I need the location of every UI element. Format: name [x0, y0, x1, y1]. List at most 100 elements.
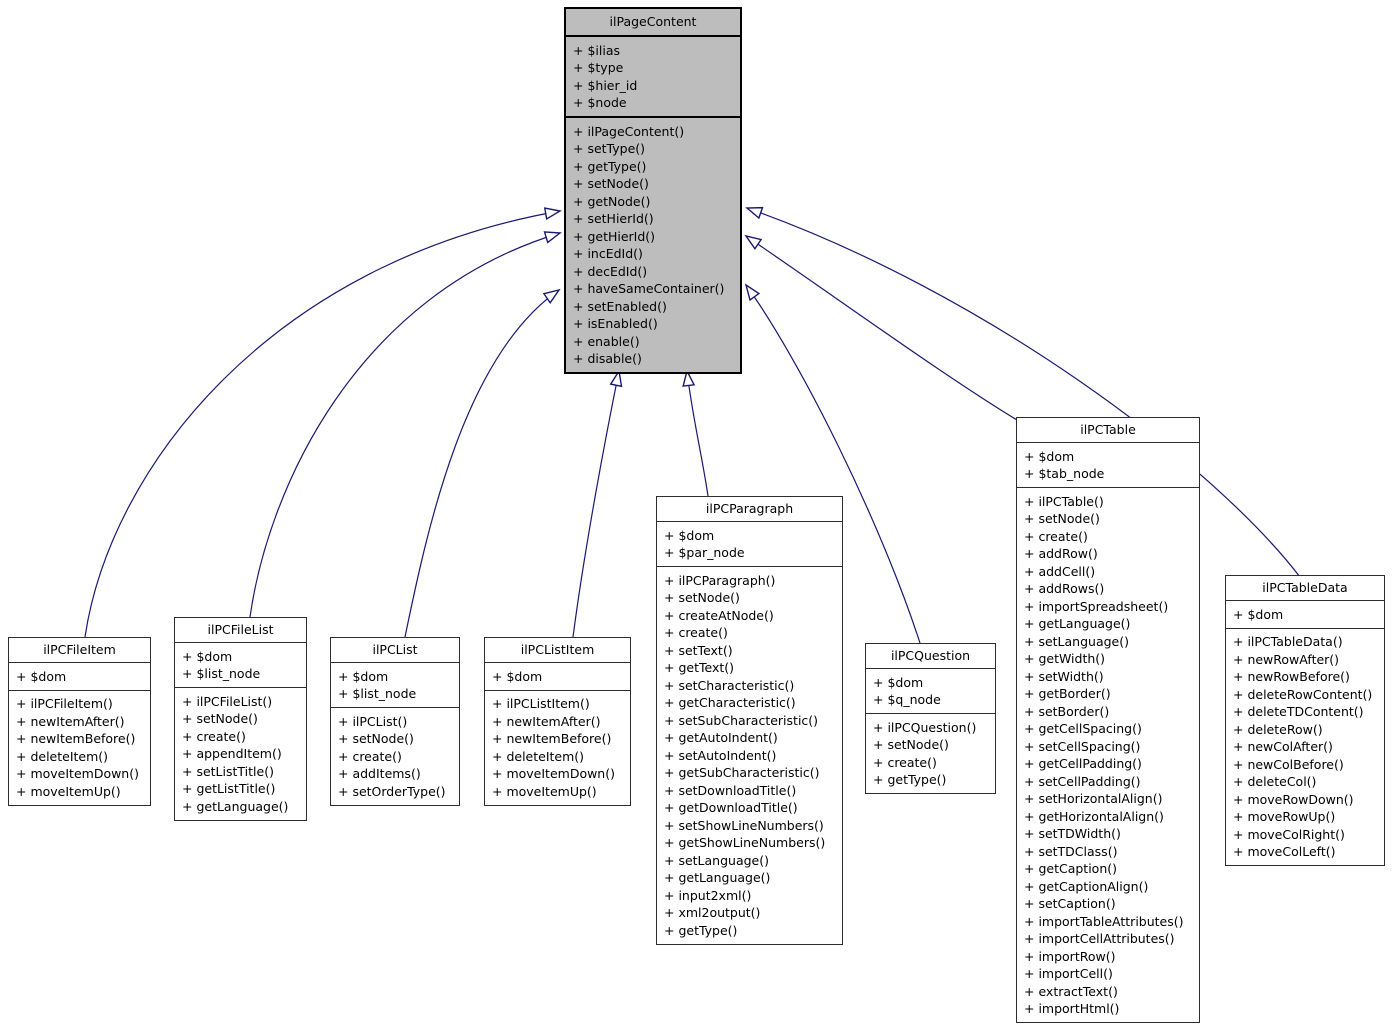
- attributes-section: + $dom: [9, 662, 150, 690]
- method-row: + ilPCParagraph(): [664, 572, 776, 588]
- methods-section: + ilPCTable()+ setNode()+ create()+ addR…: [1017, 487, 1199, 1022]
- class-node-ilPCTableData[interactable]: ilPCTableData+ $dom+ ilPCTableData()+ ne…: [1225, 575, 1385, 866]
- method-row: + decEdId(): [573, 263, 648, 279]
- class-title: ilPageContent: [609, 14, 697, 29]
- method-row: + newItemBefore(): [16, 731, 136, 746]
- method-row: + setLanguage(): [1024, 633, 1129, 649]
- method-row: + moveItemUp(): [16, 783, 121, 799]
- attributes-section: + $dom+ $tab_node: [1017, 442, 1199, 487]
- method-row: + setCaption(): [1024, 896, 1116, 911]
- attribute-row: + $dom: [338, 668, 389, 684]
- attribute-row: + $par_node: [664, 545, 745, 560]
- class-node-ilPCTable[interactable]: ilPCTable + $dom+ $tab_node + ilPCTable() +…: [1016, 417, 1200, 1023]
- method-row: + ilPCQuestion(): [873, 719, 977, 735]
- class-node-ilPageContent[interactable]: ilPageContent+ $ilias+ $type+ $hier_id+ …: [564, 7, 742, 374]
- inheritance-edge-ilPCTableData-to-ilPageContent: [745, 206, 1301, 578]
- method-row: + extractText(): [1024, 983, 1118, 999]
- method-row: + setNode(): [573, 176, 649, 191]
- method-row: + setTDWidth(): [1024, 826, 1121, 841]
- method-row: + deleteTDContent(): [1233, 704, 1364, 719]
- method-row: + setAutoIndent(): [664, 747, 777, 763]
- method-row: + setEnabled(): [573, 298, 667, 314]
- method-row: + setWidth(): [1024, 668, 1104, 684]
- class-title: ilPCFileItem: [43, 642, 116, 657]
- method-row: + createAtNode(): [664, 607, 774, 623]
- methods-section: + ilPCFileItem()+ newItemAfter()+ newIte…: [9, 689, 150, 805]
- method-row: + addRows(): [1024, 581, 1105, 596]
- class-node-ilPCFileList[interactable]: ilPCFileList+ $dom+ $list_node+ ilPCFile…: [174, 617, 307, 821]
- method-row: + isEnabled(): [573, 316, 658, 331]
- class-node-ilPCListItem[interactable]: ilPCListItem+ $dom+ ilPCListItem()+ newI…: [484, 637, 631, 806]
- method-row: + setSubCharacteristic(): [664, 712, 819, 728]
- attribute-row: + $list_node: [182, 666, 261, 681]
- method-row: + getHorizontalAlign(): [1024, 808, 1164, 824]
- method-row: + create(): [338, 748, 402, 764]
- method-row: + importCell(): [1024, 966, 1113, 981]
- method-row: + getSubCharacteristic(): [664, 765, 820, 780]
- methods-section: + ilPCParagraph() + setNode() + createAtNo…: [657, 566, 842, 944]
- method-row: + ilPCList(): [338, 713, 408, 729]
- method-row: + deleteRowContent(): [1233, 686, 1373, 702]
- method-row: + create(): [182, 728, 246, 744]
- method-row: + getType(): [573, 158, 647, 174]
- method-row: + setType(): [573, 141, 646, 156]
- method-row: + moveColLeft(): [1233, 844, 1336, 859]
- method-row: + newItemAfter(): [16, 713, 125, 729]
- method-row: + importCellAttributes(): [1024, 931, 1175, 946]
- method-row: + getCellSpacing(): [1024, 721, 1142, 736]
- method-row: + getAutoIndent(): [664, 730, 778, 745]
- method-row: + getText(): [664, 660, 735, 675]
- method-row: + getDownloadTitle(): [664, 800, 798, 815]
- method-row: + newRowBefore(): [1233, 669, 1350, 684]
- method-row: + setNode(): [1024, 511, 1100, 526]
- method-row: + incEdId(): [573, 246, 643, 261]
- method-row: + deleteCol(): [1233, 774, 1317, 789]
- attribute-row: + $node: [573, 95, 627, 110]
- method-row: + newItemBefore(): [492, 731, 612, 746]
- class-title: ilPCParagraph: [705, 501, 794, 516]
- method-row: + setNode(): [664, 590, 740, 605]
- method-row: + setDownloadTitle(): [664, 782, 797, 798]
- method-row: + getLanguage(): [182, 798, 289, 814]
- method-row: + importRow(): [1024, 948, 1116, 964]
- inheritance-edge-ilPCListItem-to-ilPageContent: [572, 369, 623, 638]
- attributes-section: + $dom: [1226, 600, 1384, 628]
- class-node-ilPCParagraph[interactable]: ilPCParagraph + $dom + $par_node + ilPCPara…: [656, 496, 843, 945]
- method-row: + addCell(): [1024, 563, 1096, 579]
- method-row: + getShowLineNumbers(): [664, 835, 826, 850]
- method-row: + ilPCFileList(): [182, 693, 273, 709]
- attribute-row: + $type: [573, 60, 624, 75]
- method-row: + setTDClass(): [1024, 843, 1118, 859]
- attribute-row: + $dom: [1233, 606, 1284, 622]
- class-node-ilPCFileItem[interactable]: ilPCFileItem + $dom+ ilPCFileItem()+ newI…: [8, 637, 151, 806]
- method-row: + haveSameContainer(): [573, 281, 725, 296]
- method-row: + deleteRow(): [1233, 721, 1323, 737]
- class-node-ilPCList[interactable]: ilPCList+ $dom+ $list_node+ ilPCList()+ …: [330, 637, 460, 806]
- method-row: + setCharacteristic(): [664, 677, 795, 693]
- method-row: + enable(): [573, 333, 640, 349]
- method-row: + setListTitle(): [182, 763, 274, 779]
- method-row: + setCellSpacing(): [1024, 738, 1141, 754]
- class-title: ilPCTableData: [1262, 580, 1348, 595]
- method-row: + moveItemDown(): [16, 766, 139, 781]
- methods-section: + ilPCQuestion()+ setNode()+ create()+ g…: [866, 713, 995, 793]
- method-row: + create(): [873, 754, 937, 770]
- method-row: + getCharacteristic(): [664, 695, 796, 710]
- method-row: + newItemAfter(): [492, 713, 601, 729]
- class-node-ilPCQuestion[interactable]: ilPCQuestion+ $dom+ $q_node+ ilPCQuestio…: [865, 643, 996, 794]
- method-row: + getBorder(): [1024, 686, 1111, 701]
- method-row: + disable(): [573, 351, 642, 366]
- method-row: + setCellPadding(): [1024, 773, 1141, 789]
- method-row: + moveItemUp(): [492, 783, 597, 799]
- method-row: + appendItem(): [182, 746, 282, 761]
- method-row: + ilPCTable(): [1024, 493, 1104, 509]
- inheritance-edge-ilPCQuestion-to-ilPageContent: [744, 283, 921, 644]
- attribute-row: + $dom: [664, 527, 715, 543]
- method-row: + setText(): [664, 642, 733, 658]
- class-title: ilPCTable: [1080, 422, 1136, 437]
- method-row: + getHierId(): [573, 228, 656, 244]
- methods-section: + ilPCListItem()+ newItemAfter()+ newIte…: [485, 689, 630, 805]
- method-row: + deleteItem(): [492, 748, 585, 764]
- method-row: + getListTitle(): [182, 781, 276, 796]
